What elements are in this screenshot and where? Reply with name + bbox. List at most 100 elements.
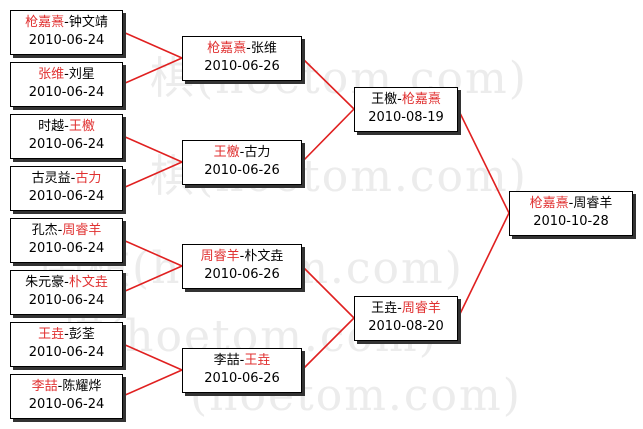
- player-name: 钟文靖: [68, 14, 108, 30]
- player-separator: -: [64, 118, 69, 134]
- match-players: 时越-王檄: [11, 118, 122, 136]
- player-separator: -: [568, 195, 574, 211]
- match-date: 2010-06-24: [28, 240, 105, 256]
- player-separator: -: [397, 300, 402, 316]
- player-name: 王檄: [213, 144, 240, 160]
- match-date: 2010-06-26: [204, 162, 280, 178]
- match-date: 2010-06-24: [28, 32, 105, 48]
- player-separator: -: [246, 40, 251, 56]
- bracket-connector-line: [122, 135, 183, 163]
- player-name: 时越: [38, 118, 65, 134]
- player-separator: -: [239, 352, 245, 368]
- bracket-connector-line: [122, 239, 183, 267]
- player-name: 朱元豪: [25, 274, 65, 290]
- match-date: 2010-08-19: [368, 109, 444, 125]
- player-name: 王垚: [371, 300, 398, 316]
- player-name: 王垚: [244, 352, 271, 368]
- player-name: 周睿羊: [573, 195, 613, 211]
- match-players: 张维-刘星: [11, 66, 122, 84]
- player-name: 古力: [75, 170, 102, 186]
- match-players: 古灵益-古力: [11, 170, 122, 188]
- bracket-connector-line: [122, 57, 183, 85]
- match-date: 2010-06-24: [28, 188, 105, 204]
- bracket-connector-line: [301, 57, 355, 110]
- match-date: 2010-06-26: [204, 266, 280, 282]
- player-separator: -: [64, 66, 69, 82]
- player-separator: -: [64, 274, 69, 290]
- bracket-connector-line: [122, 369, 183, 397]
- match-date: 2010-06-24: [28, 84, 105, 100]
- player-separator: -: [239, 248, 245, 264]
- match-date: 2010-06-26: [204, 58, 280, 74]
- match-date: 2010-10-28: [533, 213, 609, 229]
- bracket-connector-line: [122, 343, 183, 371]
- player-name: 王檄: [68, 118, 95, 134]
- player-name: 孔杰: [31, 222, 58, 238]
- match-players: 枪嘉熹-周睿羊: [510, 195, 632, 213]
- bracket-connector-line: [122, 31, 183, 59]
- player-name: 朴文垚: [244, 248, 284, 264]
- match-date: 2010-06-24: [28, 136, 105, 152]
- match-players: 周睿羊-朴文垚: [183, 248, 301, 266]
- match-players: 王檄-枪嘉熹: [355, 91, 457, 109]
- player-name: 枪嘉熹: [529, 195, 569, 211]
- match-players: 枪嘉熹-张维: [183, 40, 301, 58]
- player-name: 枪嘉熹: [207, 40, 247, 56]
- bracket-connector-line: [122, 161, 183, 189]
- player-name: 张维: [38, 66, 65, 82]
- bracket-connector-line: [122, 265, 183, 293]
- match-players: 李喆-王垚: [183, 352, 301, 370]
- player-name: 刘星: [68, 66, 95, 82]
- match-players: 李喆-陈耀烨: [11, 378, 122, 396]
- match-players: 朱元豪-朴文垚: [11, 274, 122, 292]
- match-box: 王垚-彭荃 2010-06-24: [10, 321, 123, 367]
- match-date: 2010-06-24: [28, 396, 105, 412]
- player-separator: -: [239, 144, 245, 160]
- player-separator: -: [57, 222, 63, 238]
- match-date: 2010-06-24: [28, 344, 105, 360]
- match-players: 王檄-古力: [183, 144, 301, 162]
- bracket-connector-line: [301, 108, 355, 163]
- player-name: 张维: [250, 40, 277, 56]
- bracket-connector-line: [301, 265, 355, 319]
- player-separator: -: [397, 91, 402, 107]
- player-name: 朴文垚: [68, 274, 108, 290]
- player-name: 李喆: [213, 352, 240, 368]
- match-players: 王垚-周睿羊: [355, 300, 457, 318]
- player-name: 古灵益: [31, 170, 71, 186]
- bracket-connector-line: [457, 212, 510, 319]
- player-name: 陈耀烨: [62, 378, 102, 394]
- player-separator: -: [64, 326, 69, 342]
- player-name: 古力: [244, 144, 271, 160]
- bracket-connector-line: [301, 317, 355, 371]
- player-separator: -: [57, 378, 63, 394]
- player-name: 彭荃: [68, 326, 95, 342]
- player-name: 王檄: [371, 91, 398, 107]
- player-name: 枪嘉熹: [401, 91, 441, 107]
- bracket-connector-line: [457, 108, 510, 214]
- player-name: 王垚: [38, 326, 65, 342]
- player-separator: -: [70, 170, 76, 186]
- match-players: 枪嘉熹-钟文靖: [11, 14, 122, 32]
- player-name: 李喆: [31, 378, 58, 394]
- match-players: 孔杰-周睿羊: [11, 222, 122, 240]
- match-date: 2010-08-20: [368, 318, 444, 334]
- player-name: 周睿羊: [200, 248, 240, 264]
- player-name: 周睿羊: [62, 222, 102, 238]
- player-name: 周睿羊: [401, 300, 441, 316]
